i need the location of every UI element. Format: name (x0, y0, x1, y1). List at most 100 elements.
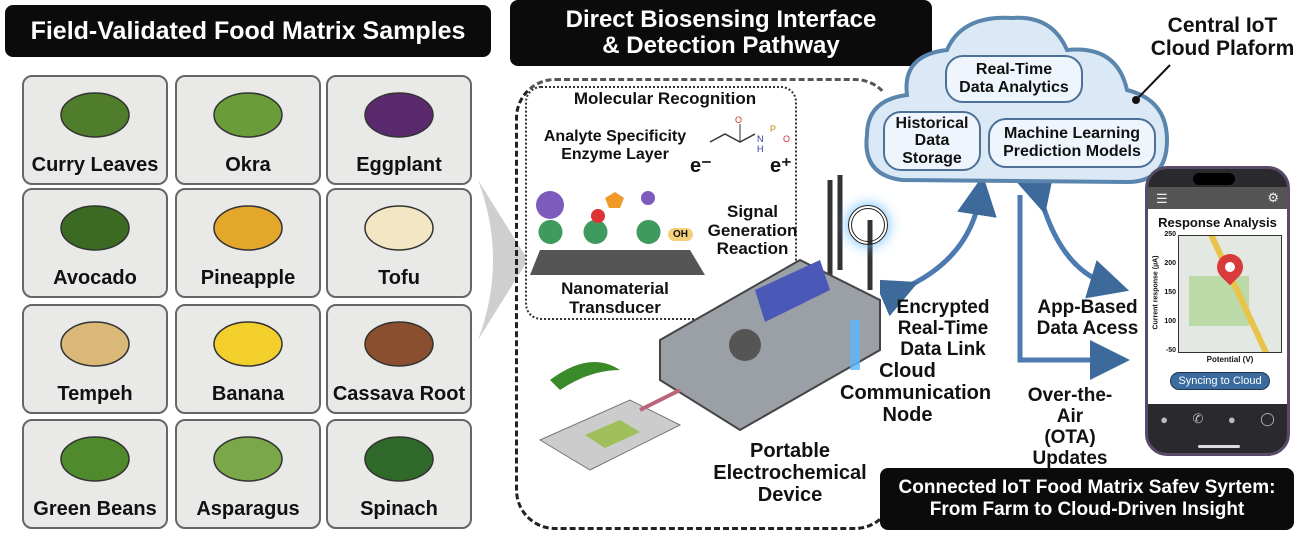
node-line3: Node (882, 404, 933, 426)
ml-line1: Machine Learning (1003, 125, 1141, 143)
atom-o: O (735, 115, 742, 125)
food-illustration-icon (60, 205, 130, 251)
ota-label: Over-the-Air (OTA) Updates (1015, 385, 1125, 470)
app-line1: App-Based (1037, 297, 1138, 318)
signal-line3: Reaction (716, 239, 789, 259)
food-tile: Eggplant (326, 75, 472, 185)
food-label: Asparagus (196, 498, 300, 520)
transducer-label: Nanomaterial Transducer (540, 279, 690, 317)
cloud-title-line2: Cloud Plaform (1150, 37, 1295, 61)
samples-title: Field-Validated Food Matrix Samples (30, 16, 466, 45)
e-plus-label: e⁺ (770, 155, 792, 177)
cloud-platform-title: Central IoT Cloud Plaform (1150, 14, 1295, 60)
food-label: Spinach (360, 498, 438, 520)
pathway-region (515, 78, 895, 530)
app-access-label: App-Based Data Acess (1030, 297, 1145, 340)
historical-line3: Storage (902, 149, 962, 167)
y-tick-label: -50 (1165, 347, 1176, 354)
realtime-line1: Real-Time (975, 61, 1053, 79)
pathway-title-line1: Direct Biosensing Interface (565, 5, 877, 33)
home-indicator (1198, 445, 1240, 448)
food-label: Cassava Root (332, 383, 466, 405)
device-line2: Electrochemical (713, 462, 867, 484)
food-tile: Avocado (22, 188, 168, 298)
app-line2: Data Acess (1036, 317, 1139, 339)
x-axis-label: Potential (V) (1206, 355, 1254, 364)
device-label: Portable Electrochemical Device (700, 440, 880, 506)
transducer-line2: Transducer (569, 297, 661, 317)
sync-button[interactable]: Syncing to Cloud (1170, 372, 1270, 390)
flow-arrow-icon (478, 180, 528, 340)
food-tile: Curry Leaves (22, 75, 168, 185)
y-tick-label: 150 (1164, 289, 1176, 296)
food-illustration-icon (213, 92, 283, 138)
food-tile: Cassava Root (326, 304, 472, 414)
transducer-line1: Nanomaterial (561, 279, 669, 298)
encrypted-line1: Encrypted (896, 297, 990, 318)
food-tile: Asparagus (175, 419, 321, 529)
phone-nav-bar: ● ✆ ● ◯ (1148, 404, 1287, 434)
enzyme-layer-line1: Analyte Specificity (543, 128, 687, 145)
food-illustration-icon (213, 436, 283, 482)
food-tile: Banana (175, 304, 321, 414)
encrypted-link-label: Encrypted Real-Time Data Link (888, 297, 998, 361)
food-illustration-icon (364, 436, 434, 482)
food-illustration-icon (213, 205, 283, 251)
food-tile: Okra (175, 75, 321, 185)
node-line1: Cloud (879, 360, 936, 382)
e-minus-label: e⁻ (690, 155, 712, 177)
pathway-title-box: Direct Biosensing Interface & Detection … (510, 0, 932, 66)
signal-line1: Signal (726, 202, 778, 221)
food-tile: Pineapple (175, 188, 321, 298)
food-illustration-icon (60, 436, 130, 482)
signal-generation-label: Signal Generation Reaction (705, 202, 800, 259)
food-illustration-icon (364, 205, 434, 251)
y-tick-label: 200 (1164, 260, 1176, 267)
phone-icon[interactable]: ✆ (1192, 411, 1204, 426)
phone-notch (1193, 173, 1235, 185)
y-tick-label: 250 (1164, 231, 1176, 238)
user-icon[interactable]: ● (1160, 411, 1169, 427)
historical-line1: Historical (895, 114, 969, 132)
phone-top-bar: ☰ ⚙ (1148, 187, 1287, 209)
chat-icon[interactable]: ● (1227, 411, 1236, 427)
portable-device-illustration (538, 175, 881, 471)
node-line2: Communication (840, 382, 992, 404)
historical-storage-box: Historical Data Storage (883, 111, 981, 171)
food-tile: Spinach (326, 419, 472, 529)
signal-line2: Generation (707, 220, 798, 240)
food-illustration-icon (60, 92, 130, 138)
ota-line3: Updates (1032, 447, 1108, 469)
food-illustration-icon (364, 92, 434, 138)
food-label: Avocado (53, 267, 137, 289)
realtime-analytics-box: Real-Time Data Analytics (945, 55, 1083, 103)
food-tile: Tempeh (22, 304, 168, 414)
callout-pointer (1132, 64, 1171, 104)
pathway-title-line2: & Detection Pathway (602, 32, 840, 59)
menu-icon[interactable]: ☰ (1156, 191, 1168, 206)
molecular-recognition-box (525, 86, 797, 320)
encrypted-line3: Data Link (900, 338, 986, 360)
food-tile: Green Beans (22, 419, 168, 529)
cloud-title-line1: Central IoT (1167, 14, 1278, 37)
historical-line2: Data (914, 132, 950, 150)
globe-icon[interactable]: ◯ (1260, 411, 1275, 426)
food-label: Okra (225, 154, 271, 176)
samples-title-box: Field-Validated Food Matrix Samples (5, 5, 491, 57)
banner-line1: Connected IoT Food Matrix Safev Syrtem: (898, 477, 1276, 499)
food-label: Curry Leaves (31, 154, 159, 176)
map-plot[interactable] (1178, 235, 1282, 353)
food-label: Eggplant (356, 154, 442, 176)
analyte-molecule-icon: O N H P O (709, 115, 790, 154)
realtime-line2: Data Analytics (959, 79, 1069, 96)
food-label: Green Beans (33, 498, 157, 520)
device-line1: Portable (749, 440, 831, 462)
food-tile: Tofu (326, 188, 472, 298)
device-line3: Device (757, 484, 823, 506)
cloud-node-label: Cloud Communication Node (840, 360, 992, 426)
link-arrows (880, 180, 1130, 380)
food-label: Banana (211, 383, 285, 405)
gear-icon[interactable]: ⚙ (1267, 190, 1279, 205)
enzyme-transducer-illustration (530, 191, 705, 275)
